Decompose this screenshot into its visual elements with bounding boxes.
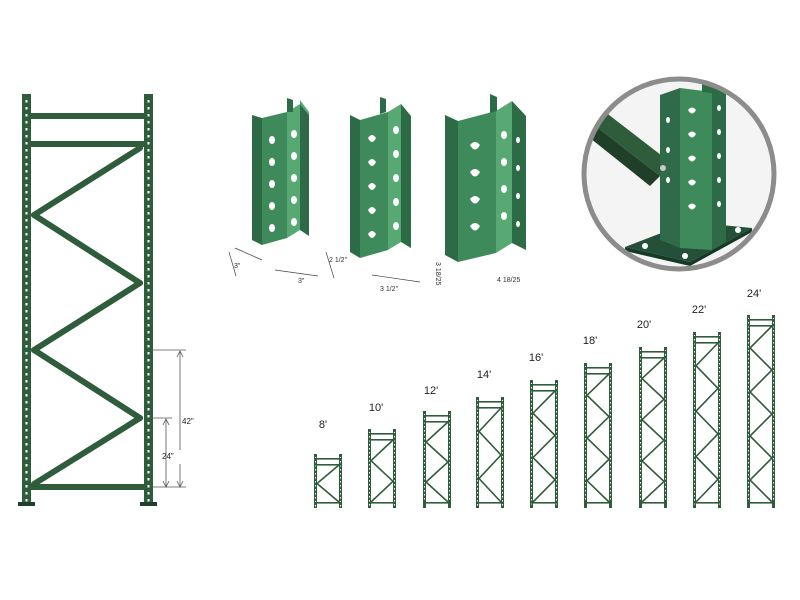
post-1-depth-label: 3": [234, 263, 241, 270]
frame-height-label: 24': [747, 288, 761, 300]
frame-6: 18': [583, 335, 612, 508]
post-profile-3: [445, 94, 526, 262]
post-profile-2: [350, 97, 411, 258]
post-1-width-label: 3": [298, 278, 305, 285]
post-2-depth-label: 2 1/2": [329, 257, 348, 264]
frame-9: 24': [747, 288, 775, 508]
frame-height-label: 8': [319, 419, 327, 431]
frame-1: 8': [314, 419, 342, 508]
frame-height-label: 16': [529, 352, 543, 364]
post-2-width-label: 3 1/2": [380, 286, 399, 293]
frame-height-label: 22': [692, 304, 706, 316]
dimension-lines: [150, 349, 186, 488]
main-upright-frame: [18, 94, 157, 506]
frame-height-series: 8' 10' 12' 14' 16' 18' 20' 22' 24': [314, 288, 775, 508]
frame-2: 10': [368, 402, 396, 508]
dimension-24-label: 24": [162, 452, 174, 461]
frame-4: 14': [476, 369, 504, 508]
frame-height-label: 18': [583, 335, 597, 347]
frame-5: 16': [529, 352, 558, 508]
dimension-42-label: 42": [182, 417, 194, 426]
frame-height-label: 20': [637, 319, 651, 331]
post-profile-1: [252, 98, 309, 245]
frame-3: 12': [423, 385, 451, 508]
frame-7: 20': [637, 319, 667, 508]
post-3-width-label: 4 18/25: [497, 277, 520, 284]
frame-height-label: 12': [424, 385, 438, 397]
frame-8: 22': [692, 304, 721, 508]
frame-height-label: 14': [477, 369, 491, 381]
frame-height-label: 10': [369, 402, 383, 414]
base-plate-detail-icon: [581, 76, 777, 272]
post-3-depth-label: 3 18/25: [434, 262, 441, 285]
